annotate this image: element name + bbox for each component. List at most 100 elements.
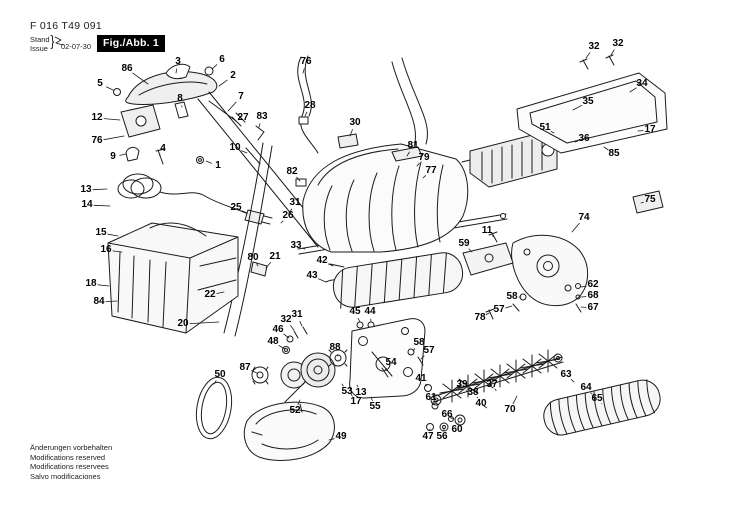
part-number-label: 48 (267, 336, 279, 347)
part-number-label: 30 (349, 117, 361, 128)
part-number-label: 28 (304, 100, 316, 111)
part-number-label: 62 (587, 279, 599, 290)
power-cable (295, 55, 428, 187)
part-number-label: 70 (504, 404, 516, 415)
belt-cover (243, 401, 335, 461)
footer-line-es: Salvo modificaciones (30, 471, 101, 481)
part-number-label: 63 (560, 369, 572, 380)
part-number-label: 87 (239, 362, 251, 373)
part-number-label: 1 (215, 160, 221, 171)
part-number-label: 13 (355, 387, 367, 398)
part-number-label: 54 (385, 357, 397, 368)
part-number-label: 13 (80, 184, 92, 195)
part-number-label: 35 (582, 96, 594, 107)
part-number-label: 88 (329, 342, 341, 353)
part-number-label: 26 (282, 210, 294, 221)
stand-issue-brace: } (50, 33, 55, 50)
part-number-label: 59 (458, 238, 470, 249)
part-number-label: 78 (474, 312, 486, 323)
part-number-label: 58 (506, 291, 518, 302)
part-number-label: 15 (95, 227, 107, 238)
tine-shaft (430, 349, 564, 406)
part-number-label: 9 (110, 151, 116, 162)
footer-line-en: Modifications reserved (30, 452, 106, 462)
part-number-label: 38 (467, 387, 479, 398)
part-number-label: 53 (341, 386, 353, 397)
part-number-label: 8 (177, 93, 183, 104)
part-number-label: 82 (286, 166, 298, 177)
part-number-label: 81 (407, 140, 419, 151)
stand-label: Stand (30, 35, 50, 44)
part-number-label: 27 (237, 112, 249, 123)
part-number-label: 68 (587, 290, 599, 301)
leader-lines (92, 49, 644, 441)
part-number-label: 25 (230, 202, 242, 213)
part-number-label: 57 (423, 345, 435, 356)
part-number-label: 12 (91, 112, 103, 123)
handlebar-grip (113, 63, 265, 141)
part-number-label: 79 (418, 152, 430, 163)
part-number-label: 67 (587, 302, 599, 313)
part-number-label: 56 (436, 431, 448, 442)
part-number-label: 64 (580, 382, 592, 393)
part-number-label: 17 (350, 396, 362, 407)
figure-label: Fig./Abb. 1 (97, 35, 165, 52)
part-number-label: 37 (486, 379, 498, 390)
part-number-label: 40 (475, 398, 487, 409)
mower-deck (302, 143, 469, 287)
part-number-label: 7 (238, 91, 244, 102)
part-number-label: 43 (306, 270, 318, 281)
document-number: F 016 T49 091 (30, 20, 103, 32)
part-number-label: 76 (91, 135, 103, 146)
pulley-cluster (251, 321, 375, 403)
part-number-label: 21 (269, 251, 281, 262)
part-number-label: 61 (425, 392, 437, 403)
part-number-label: 22 (204, 289, 216, 300)
part-number-label: 52 (289, 405, 301, 416)
side-bracket (485, 234, 589, 320)
part-number-label: 80 (247, 252, 259, 263)
part-number-label: 31 (289, 197, 301, 208)
deflector-flap (632, 190, 664, 214)
part-number-label: 45 (349, 306, 361, 317)
front-roller (332, 252, 464, 309)
legal-footer: Änderungen vorbehalten Modifications res… (30, 443, 112, 481)
part-number-label: 86 (121, 63, 133, 74)
part-number-label: 47 (422, 431, 434, 442)
part-number-label: 3 (175, 56, 181, 67)
gear-side-plate (349, 318, 426, 399)
part-number-label: 58 (413, 337, 425, 348)
part-number-label: 6 (219, 54, 225, 65)
part-number-label: 44 (364, 306, 376, 317)
part-number-label: 74 (578, 212, 590, 223)
part-number-label: 20 (177, 318, 189, 329)
part-number-label: 18 (85, 278, 97, 289)
part-number-label: 5 (97, 78, 103, 89)
part-number-label: 65 (591, 393, 603, 404)
part-number-label: 85 (608, 148, 620, 159)
part-number-label: 32 (612, 38, 624, 49)
part-number-label: 32 (588, 41, 600, 52)
top-cover (516, 72, 668, 154)
cable-and-fittings (117, 146, 273, 225)
part-number-label: 42 (316, 255, 328, 266)
part-number-label: 66 (441, 409, 453, 420)
part-number-label: 32 (280, 314, 292, 325)
part-number-label: 16 (100, 244, 112, 255)
part-number-label: 76 (300, 56, 312, 67)
part-number-label: 17 (644, 124, 656, 135)
part-number-label: 50 (214, 369, 226, 380)
issue-label: Issue (30, 43, 48, 53)
part-number-label: 10 (229, 142, 241, 153)
part-number-label: 84 (93, 296, 105, 307)
part-number-label: 83 (256, 111, 268, 122)
part-number-label: 49 (335, 431, 347, 442)
part-number-label: 46 (272, 324, 284, 335)
footer-line-fr: Modifications reservees (30, 462, 109, 472)
part-number-label: 36 (578, 133, 590, 144)
part-number-label: 14 (81, 199, 93, 210)
footer-line-de: Änderungen vorbehalten (30, 443, 113, 452)
bearing-plate (462, 231, 514, 276)
